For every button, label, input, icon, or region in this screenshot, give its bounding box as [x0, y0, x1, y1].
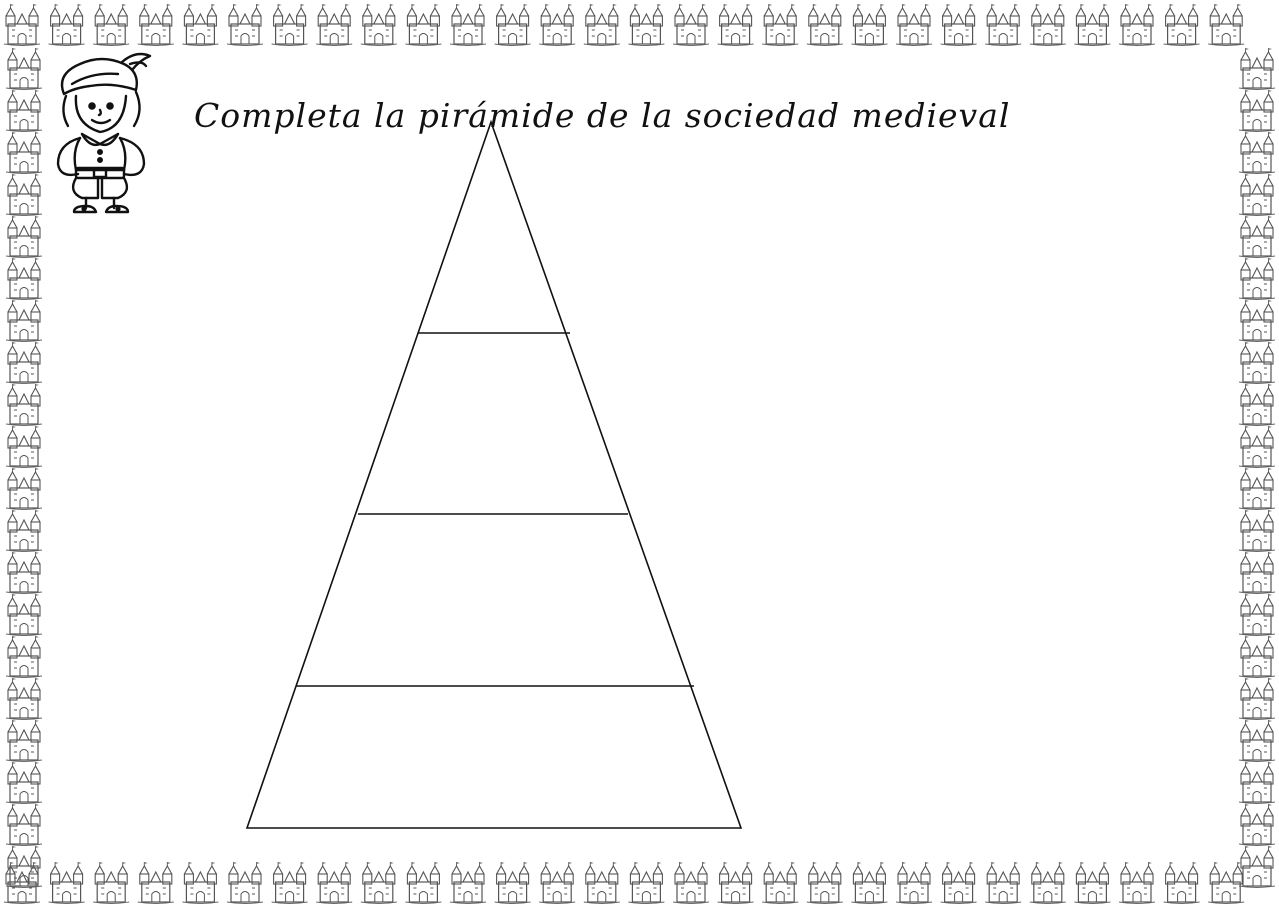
pyramid-outline: [247, 122, 741, 828]
